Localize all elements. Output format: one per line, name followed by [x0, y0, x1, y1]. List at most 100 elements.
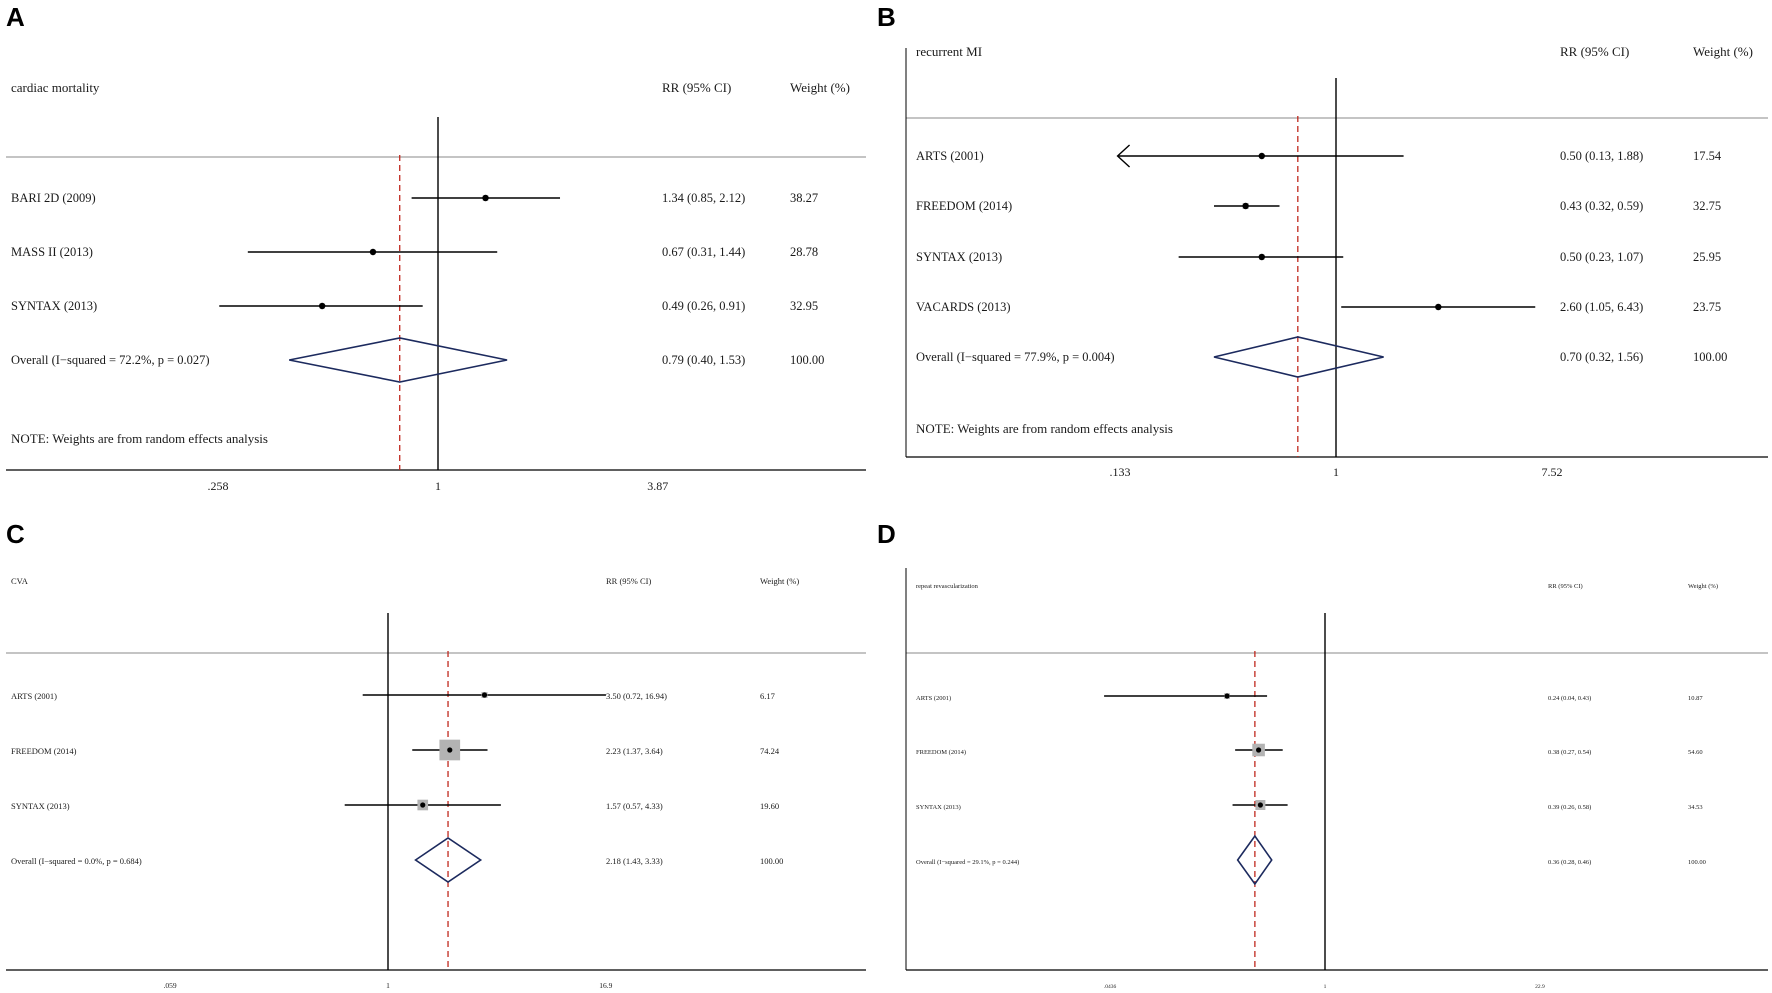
- point-estimate-b-3: [1435, 303, 1442, 311]
- study-rr-b-0: 0.50 (0.13, 1.88): [1560, 149, 1643, 163]
- tick-label-b-1: 1: [1333, 465, 1339, 479]
- overall-rr-d: 0.36 (0.28, 0.46): [1548, 859, 1591, 866]
- note-b: NOTE: Weights are from random effects an…: [916, 421, 1173, 436]
- panel-letter-a: A: [6, 2, 25, 32]
- tick-label-d-0: .0436: [1104, 984, 1117, 990]
- weight-header-b: Weight (%): [1693, 44, 1753, 59]
- panel-letter-b: B: [877, 2, 896, 32]
- panel-letter-c: C: [6, 519, 25, 549]
- weight-header-a: Weight (%): [790, 80, 850, 95]
- study-label-c-1: FREEDOM (2014): [11, 746, 77, 756]
- tick-label-a-1: 1: [435, 479, 441, 493]
- note-a: NOTE: Weights are from random effects an…: [11, 431, 268, 446]
- study-weight-b-0: 17.54: [1693, 149, 1722, 163]
- overall-rr-c: 2.18 (1.43, 3.33): [606, 856, 663, 866]
- point-estimate-a-1: [369, 248, 377, 256]
- point-estimate-d-2: [1257, 802, 1263, 808]
- weight-header-c: Weight (%): [760, 576, 799, 586]
- tick-label-d-2: 22.9: [1535, 984, 1545, 990]
- outcome-label-b: recurrent MI: [916, 44, 982, 59]
- point-estimate-c-1: [447, 747, 453, 753]
- tick-label-c-2: 16.9: [599, 981, 612, 990]
- ci-arrow-b-0: [1116, 144, 1131, 168]
- overall-label-b: Overall (I−squared = 77.9%, p = 0.004): [916, 350, 1115, 364]
- outcome-label-d: repeat revascularization: [916, 583, 979, 590]
- rr-header-a: RR (95% CI): [662, 80, 731, 95]
- study-weight-c-0: 6.17: [760, 691, 775, 701]
- overall-weight-c: 100.00: [760, 856, 783, 866]
- point-estimate-d-1: [1255, 747, 1262, 753]
- tick-label-a-2: 3.87: [647, 479, 668, 493]
- overall-label-a: Overall (I−squared = 72.2%, p = 0.027): [11, 353, 210, 367]
- study-weight-b-3: 23.75: [1693, 300, 1721, 314]
- study-label-c-0: ARTS (2001): [11, 691, 57, 701]
- overall-label-c: Overall (I−squared = 0.0%, p = 0.684): [11, 856, 142, 866]
- study-label-b-0: ARTS (2001): [916, 149, 984, 163]
- study-weight-b-2: 25.95: [1693, 250, 1721, 264]
- point-estimate-c-0: [481, 692, 488, 698]
- study-rr-d-1: 0.38 (0.27, 0.54): [1548, 749, 1591, 756]
- study-weight-d-0: 10.87: [1688, 695, 1703, 702]
- overall-diamond-a: [289, 337, 508, 383]
- point-estimate-d-0: [1224, 693, 1230, 699]
- study-weight-b-1: 32.75: [1693, 199, 1721, 213]
- overall-label-d: Overall (I−squared = 29.1%, p = 0.244): [916, 859, 1019, 866]
- study-rr-b-1: 0.43 (0.32, 0.59): [1560, 199, 1643, 213]
- overall-rr-a: 0.79 (0.40, 1.53): [662, 353, 745, 367]
- study-label-d-2: SYNTAX (2013): [916, 804, 961, 811]
- study-rr-c-2: 1.57 (0.57, 4.33): [606, 801, 663, 811]
- overall-diamond-c: [414, 837, 483, 883]
- study-weight-a-0: 38.27: [790, 191, 818, 205]
- study-rr-a-1: 0.67 (0.31, 1.44): [662, 245, 745, 259]
- study-label-c-2: SYNTAX (2013): [11, 801, 70, 811]
- point-estimate-b-0: [1258, 152, 1265, 160]
- study-rr-b-3: 2.60 (1.05, 6.43): [1560, 300, 1643, 314]
- study-label-b-1: FREEDOM (2014): [916, 199, 1012, 213]
- overall-weight-b: 100.00: [1693, 350, 1727, 364]
- study-rr-b-2: 0.50 (0.23, 1.07): [1560, 250, 1643, 264]
- point-estimate-b-1: [1242, 202, 1249, 210]
- study-weight-a-2: 32.95: [790, 299, 818, 313]
- tick-label-c-0: .059: [163, 981, 176, 990]
- study-label-a-1: MASS II (2013): [11, 245, 93, 259]
- point-estimate-a-0: [482, 194, 489, 202]
- tick-label-d-1: 1: [1324, 984, 1327, 990]
- study-weight-d-2: 34.53: [1688, 804, 1703, 811]
- study-weight-c-2: 19.60: [760, 801, 779, 811]
- rr-header-d: RR (95% CI): [1548, 583, 1583, 590]
- study-label-d-0: ARTS (2001): [916, 695, 951, 702]
- tick-label-b-2: 7.52: [1542, 465, 1563, 479]
- study-label-a-0: BARI 2D (2009): [11, 191, 96, 205]
- tick-label-a-0: .258: [208, 479, 229, 493]
- study-label-d-1: FREEDOM (2014): [916, 749, 966, 756]
- overall-rr-b: 0.70 (0.32, 1.56): [1560, 350, 1643, 364]
- study-label-b-2: SYNTAX (2013): [916, 250, 1002, 264]
- tick-label-c-1: 1: [386, 981, 390, 990]
- point-estimate-b-2: [1258, 253, 1265, 261]
- overall-diamond-b: [1213, 336, 1384, 378]
- tick-label-b-0: .133: [1110, 465, 1131, 479]
- study-rr-a-0: 1.34 (0.85, 2.12): [662, 191, 745, 205]
- overall-weight-a: 100.00: [790, 353, 824, 367]
- rr-header-b: RR (95% CI): [1560, 44, 1629, 59]
- study-weight-c-1: 74.24: [760, 746, 780, 756]
- point-estimate-a-2: [318, 302, 326, 310]
- rr-header-c: RR (95% CI): [606, 576, 652, 586]
- panel-letter-d: D: [877, 519, 896, 549]
- study-label-a-2: SYNTAX (2013): [11, 299, 97, 313]
- study-weight-d-1: 54.60: [1688, 749, 1703, 756]
- point-estimate-c-2: [420, 802, 426, 808]
- study-rr-a-2: 0.49 (0.26, 0.91): [662, 299, 745, 313]
- study-rr-d-2: 0.39 (0.26, 0.58): [1548, 804, 1591, 811]
- outcome-label-c: CVA: [11, 576, 29, 586]
- overall-diamond-d: [1236, 834, 1273, 886]
- study-label-b-3: VACARDS (2013): [916, 300, 1011, 314]
- study-rr-c-0: 3.50 (0.72, 16.94): [606, 691, 667, 701]
- study-rr-d-0: 0.24 (0.04, 0.43): [1548, 695, 1591, 702]
- weight-header-d: Weight (%): [1688, 583, 1718, 590]
- outcome-label-a: cardiac mortality: [11, 80, 100, 95]
- overall-weight-d: 100.00: [1688, 859, 1706, 866]
- study-rr-c-1: 2.23 (1.37, 3.64): [606, 746, 663, 756]
- study-weight-a-1: 28.78: [790, 245, 818, 259]
